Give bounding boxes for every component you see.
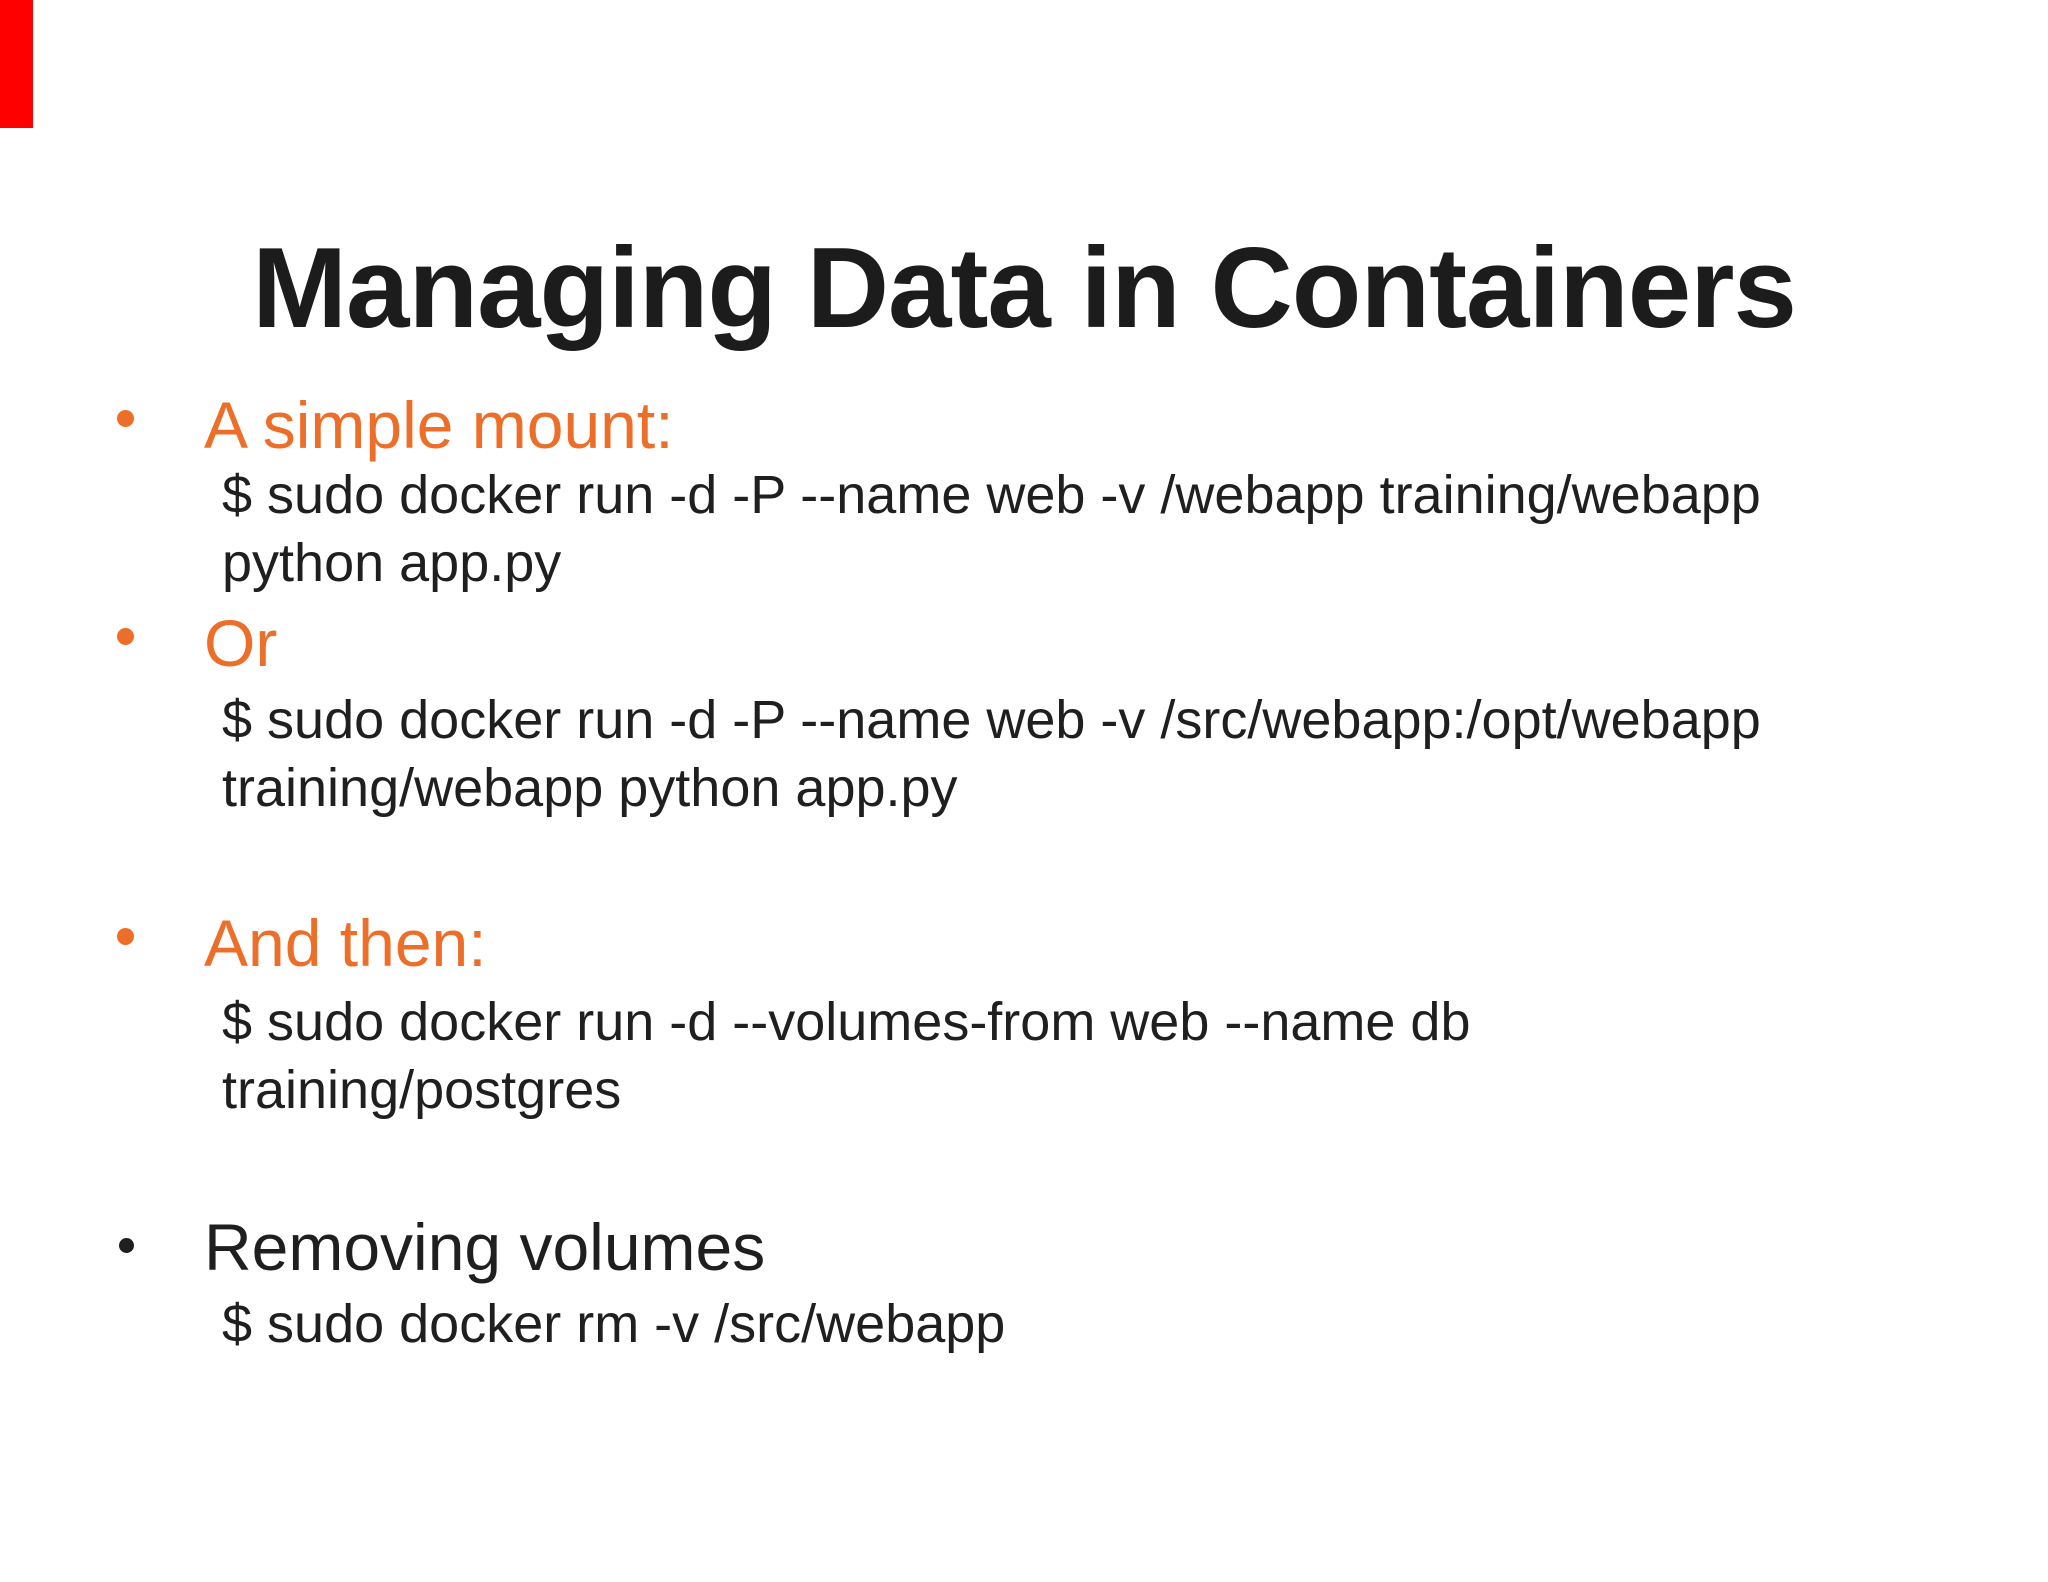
command-block: $ sudo docker run -d --volumes-from web … (222, 988, 1471, 1124)
command-block: $ sudo docker run -d -P --name web -v /s… (222, 686, 1761, 822)
red-marker (0, 0, 33, 128)
command-line: $ sudo docker rm -v /src/webapp (222, 1294, 1006, 1354)
bullet-dot (119, 1238, 134, 1253)
section-heading-simple-mount: A simple mount: (204, 388, 674, 462)
command-block: $ sudo docker run -d -P --name web -v /w… (222, 461, 1761, 597)
section-heading-or: Or (204, 606, 278, 680)
section-heading-removing-volumes: Removing volumes (204, 1210, 766, 1284)
slide-title: Managing Data in Containers (252, 225, 1797, 353)
command-line: python app.py (222, 533, 562, 593)
command-line: training/webapp python app.py (222, 758, 958, 818)
bullet-dot (117, 628, 134, 645)
command-block: $ sudo docker rm -v /src/webapp (222, 1290, 1005, 1358)
command-line: $ sudo docker run -d -P --name web -v /w… (222, 465, 1761, 525)
command-line: $ sudo docker run -d --volumes-from web … (222, 992, 1471, 1052)
bullet-dot (117, 410, 134, 427)
command-line: $ sudo docker run -d -P --name web -v /s… (222, 690, 1761, 750)
command-line: training/postgres (222, 1060, 622, 1120)
bullet-dot (117, 928, 134, 945)
section-heading-and-then: And then: (204, 906, 487, 980)
